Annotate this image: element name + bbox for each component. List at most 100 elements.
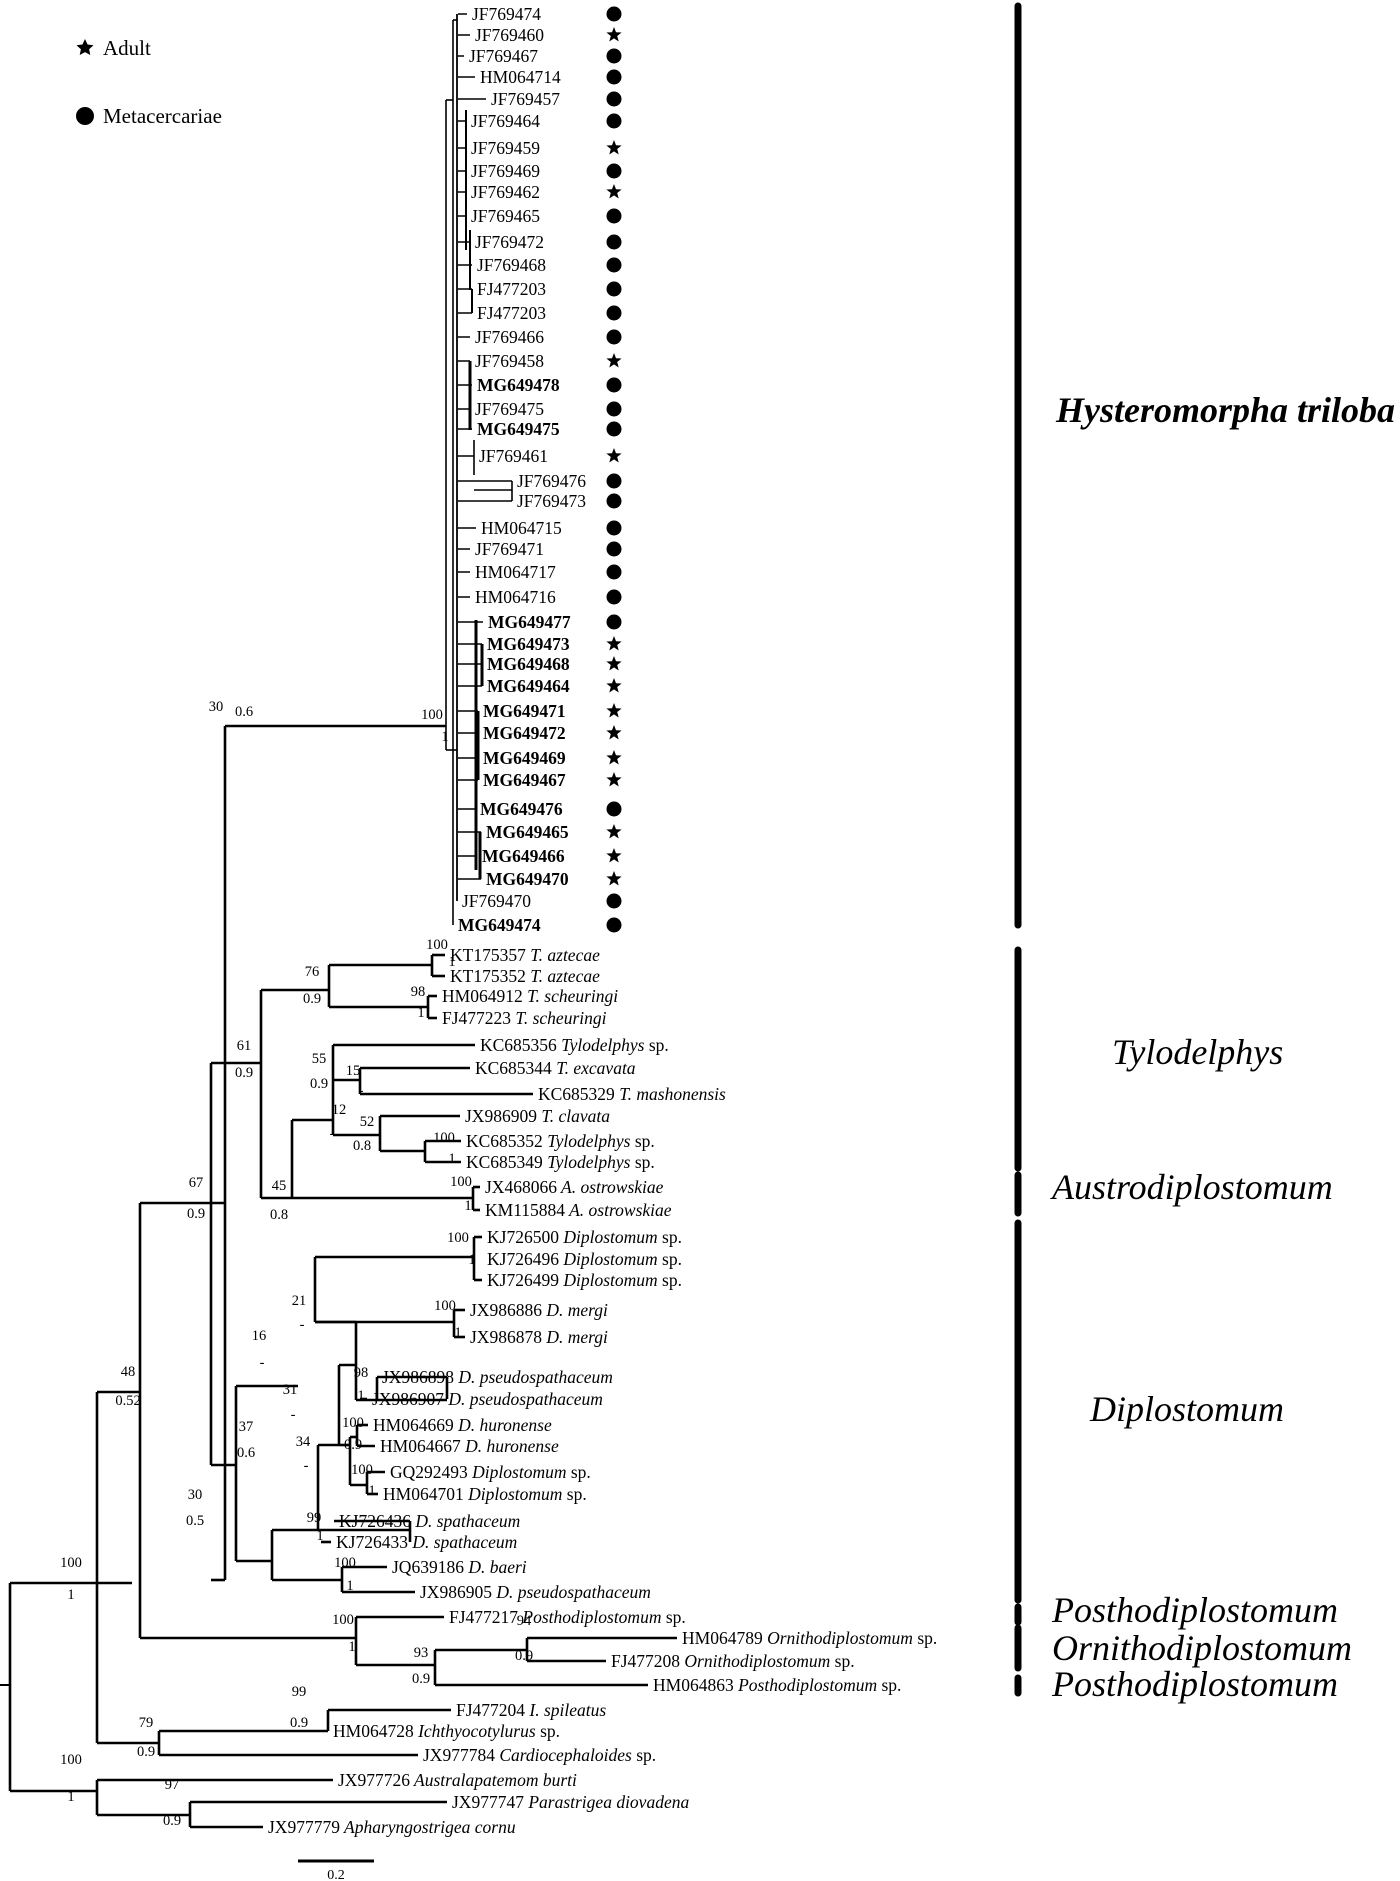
tip-suffix: sp.: [658, 1249, 682, 1269]
adult-star-icon: [606, 772, 622, 787]
tip-label: JX986907 D. pseudospathaceum: [372, 1389, 603, 1409]
posterior-probability: 0.9: [235, 1065, 253, 1081]
tip-label: MG649478: [477, 375, 560, 395]
tip-species: I. spileatus: [525, 1700, 606, 1720]
metacercariae-circle-icon: [606, 257, 622, 273]
adult-star-icon: [606, 725, 622, 740]
metacercariae-circle-icon: [606, 69, 622, 85]
tip-label: KJ726433 D. spathaceum: [336, 1532, 517, 1552]
tip-species: T. aztecae: [526, 945, 600, 965]
tip-label: MG649472: [483, 723, 566, 743]
legend-circle-icon: [76, 107, 94, 125]
tip-label: JF769458: [475, 351, 544, 371]
clade-label-diplostomum: Diplostomum: [1089, 1389, 1284, 1429]
tip-label: KJ726496 Diplostomum sp.: [487, 1249, 682, 1269]
tip-accession: HM064728: [333, 1721, 414, 1741]
posterior-probability: 0.9: [137, 1744, 155, 1760]
posterior-probability: 1: [417, 1005, 424, 1021]
posterior-probability: -: [260, 1355, 265, 1371]
bootstrap-value: 93: [414, 1645, 429, 1661]
tip-accession: KC685329: [538, 1084, 615, 1104]
tip-accession: JX986878: [470, 1327, 542, 1347]
bootstrap-value: 100: [342, 1415, 364, 1431]
tip-label: JF769474: [472, 4, 541, 24]
tip-accession: JF769466: [475, 327, 544, 347]
posterior-probability: 1: [454, 1325, 461, 1341]
tip-label: KM115884 A. ostrowskiae: [485, 1200, 672, 1220]
tip-label: HM064715: [481, 518, 562, 538]
tip-accession: JF769461: [479, 446, 548, 466]
posterior-probability: 1: [448, 1151, 455, 1167]
tip-label: JF769464: [471, 111, 540, 131]
legend-metacercariae-label: Metacercariae: [103, 104, 222, 128]
tip-label: JX977747 Parastrigea diovadena: [452, 1792, 689, 1812]
tip-species: Tylodelphys: [543, 1131, 631, 1151]
bootstrap-value: 100: [334, 1555, 356, 1571]
tip-label: JF769467: [469, 46, 538, 66]
metacercariae-circle-icon: [606, 893, 622, 909]
tip-accession: KT175352: [450, 966, 526, 986]
tip-label: JF769460: [475, 25, 544, 45]
tip-accession: MG649469: [483, 748, 566, 768]
tip-label: JX986898 D. pseudospathaceum: [382, 1367, 613, 1387]
tip-accession: JF769470: [462, 891, 531, 911]
tip-species: Tylodelphys: [543, 1152, 631, 1172]
tip-accession: JF769468: [477, 255, 546, 275]
tip-accession: JX986909: [465, 1106, 537, 1126]
posterior-probability: 0.9: [290, 1715, 308, 1731]
tip-accession: HM064701: [383, 1484, 464, 1504]
tip-accession: KC685349: [466, 1152, 543, 1172]
bootstrap-value: 21: [292, 1293, 307, 1309]
tip-accession: FJ477204: [456, 1700, 525, 1720]
posterior-probability: 0.9: [412, 1671, 430, 1687]
tip-label: MG649467: [483, 770, 566, 790]
posterior-probability: 0.6: [235, 704, 253, 720]
clade-label-tylodelphys: Tylodelphys: [1112, 1032, 1283, 1072]
bootstrap-value: 48: [121, 1364, 136, 1380]
tip-accession: KJ726433: [336, 1532, 408, 1552]
tip-label: JF769475: [475, 399, 544, 419]
legend: Adult Metacercariae: [76, 36, 222, 128]
tip-species: Ornithodiplostomum: [680, 1651, 830, 1671]
tip-accession: JX977726: [338, 1770, 410, 1790]
tip-label: MG649469: [483, 748, 566, 768]
posterior-probability: 0.8: [353, 1138, 371, 1154]
tip-label: MG649470: [486, 869, 569, 889]
adult-star-icon: [606, 656, 622, 671]
clade-label-austrodiplostomum: Austrodiplostomum: [1050, 1167, 1333, 1207]
tip-label: JF769472: [475, 232, 544, 252]
tip-label: FJ477204 I. spileatus: [456, 1700, 606, 1720]
tip-accession: MG649465: [486, 822, 569, 842]
tip-label: KT175357 T. aztecae: [450, 945, 600, 965]
bootstrap-value: 100: [447, 1230, 469, 1246]
bootstrap-value: 100: [433, 1130, 455, 1146]
tip-label: MG649475: [477, 419, 560, 439]
tip-species: Ichthyocotylurus: [414, 1721, 536, 1741]
tip-accession: MG649477: [488, 612, 571, 632]
tip-label: MG649477: [488, 612, 571, 632]
metacercariae-circle-icon: [606, 564, 622, 580]
tip-accession: JF769475: [475, 399, 544, 419]
tip-label: FJ477208 Ornithodiplostomum sp.: [611, 1651, 855, 1671]
tip-accession: JF769462: [471, 182, 540, 202]
tip-suffix: sp.: [536, 1721, 560, 1741]
bootstrap-value: 98: [411, 984, 426, 1000]
tip-accession: JF769458: [475, 351, 544, 371]
tip-accession: FJ477203: [477, 279, 546, 299]
tip-accession: JX977747: [452, 1792, 524, 1812]
tip-label: JF769466: [475, 327, 544, 347]
tip-species: T. scheuringi: [523, 986, 619, 1006]
tip-species: A. ostrowskiae: [557, 1177, 664, 1197]
metacercariae-circle-icon: [606, 48, 622, 64]
legend-star-icon: [76, 39, 94, 55]
tip-accession: JF769476: [517, 471, 586, 491]
tip-label: KC685356 Tylodelphys sp.: [480, 1035, 669, 1055]
tip-label: JF769462: [471, 182, 540, 202]
posterior-probability: 1: [464, 1198, 471, 1214]
posterior-probability: 0.5: [186, 1513, 204, 1529]
adult-star-icon: [606, 140, 622, 155]
tip-species: D. huronense: [461, 1436, 559, 1456]
tip-accession: JQ639186: [392, 1557, 464, 1577]
tip-species: T. scheuringi: [511, 1008, 607, 1028]
bootstrap-value: 100: [332, 1612, 354, 1628]
